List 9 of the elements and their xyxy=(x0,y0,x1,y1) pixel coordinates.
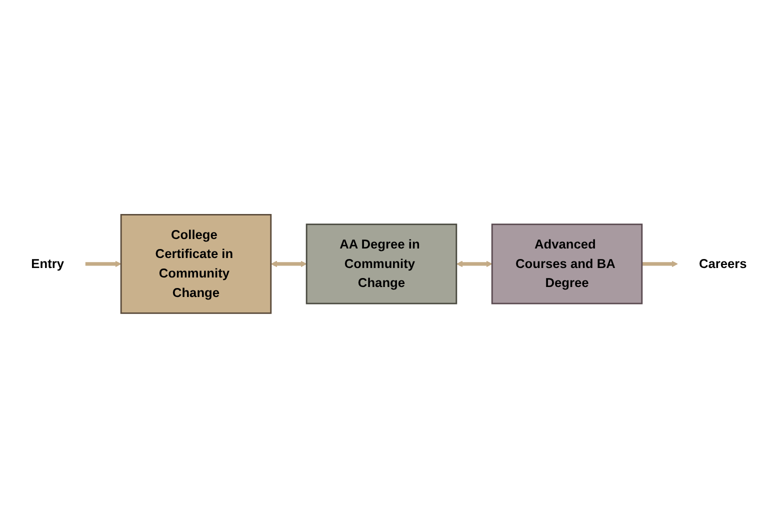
arrow xyxy=(85,260,122,268)
node-text: Careers xyxy=(698,256,747,271)
node-text: Entry xyxy=(31,256,64,271)
node-box: Advanced Courses and BA Degree xyxy=(491,224,643,304)
arrow xyxy=(642,260,678,268)
node-box: AA Degree in Community Change xyxy=(306,224,458,304)
node-box: College Certificate in Community Change xyxy=(120,214,272,314)
arrow xyxy=(270,260,307,268)
arrow xyxy=(456,260,492,268)
